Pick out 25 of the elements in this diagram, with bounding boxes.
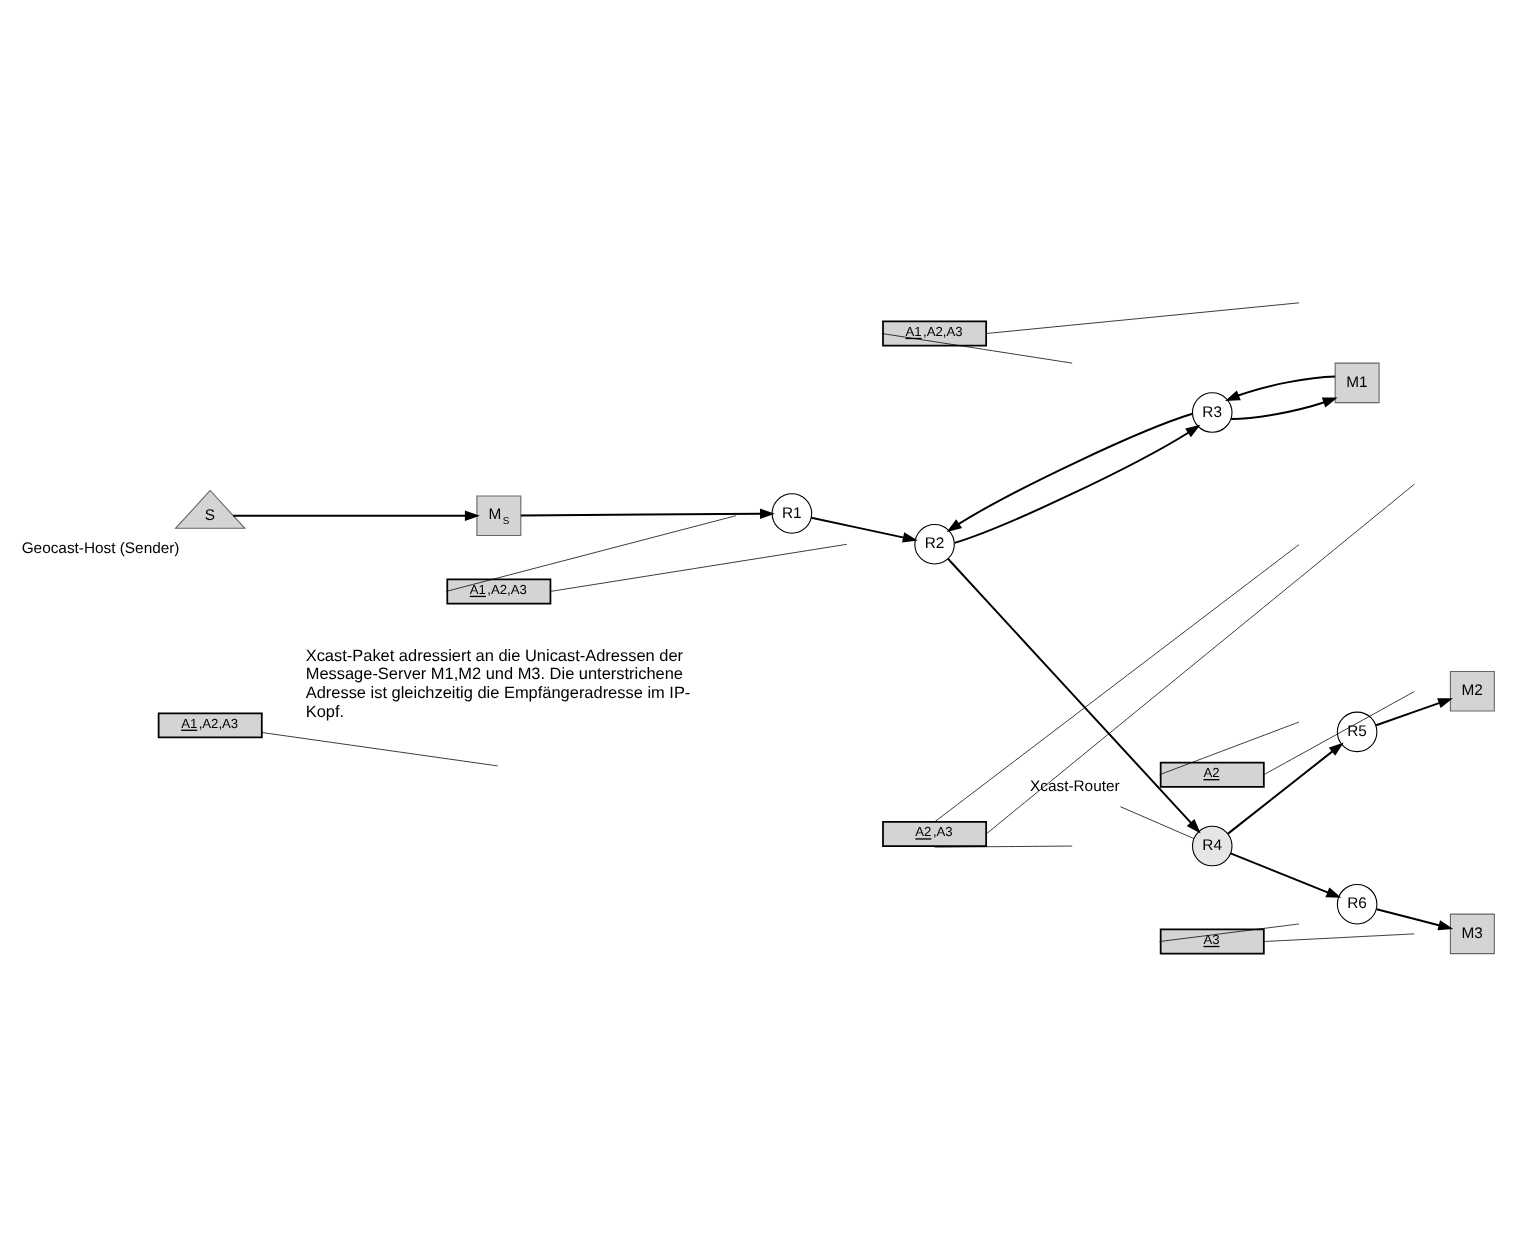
connector <box>934 544 1300 823</box>
arrow <box>810 516 918 543</box>
arrow <box>947 557 1201 834</box>
arrow <box>946 412 1194 532</box>
connector <box>934 845 1073 848</box>
connector <box>985 483 1415 835</box>
arrow <box>1227 742 1344 835</box>
connector <box>985 302 1300 334</box>
connector <box>550 543 848 592</box>
connector <box>1120 806 1195 839</box>
arrow <box>1229 852 1342 898</box>
connector <box>445 515 737 592</box>
arrow <box>1375 908 1454 931</box>
arrow <box>232 510 480 521</box>
connector <box>261 732 499 767</box>
arrow <box>953 424 1201 544</box>
connector <box>1159 721 1300 776</box>
arrow <box>1230 397 1338 421</box>
connector <box>1263 933 1415 942</box>
arrow <box>1225 375 1337 401</box>
connector <box>1263 691 1415 776</box>
connector <box>881 333 1073 364</box>
arrow <box>519 508 775 519</box>
connector <box>1159 923 1300 942</box>
arrow <box>1375 698 1453 727</box>
